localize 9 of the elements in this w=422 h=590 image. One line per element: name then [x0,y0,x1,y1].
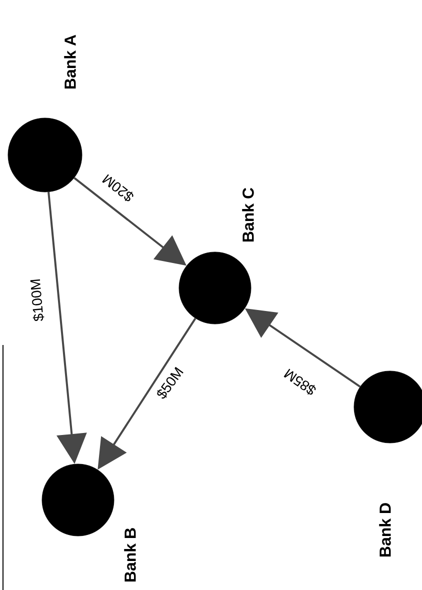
bank-circle [178,252,252,324]
bank-circle [8,118,82,192]
bank-label: Bank B [124,528,136,582]
bank-label: Bank A [64,34,76,88]
bank-label: Bank D [379,503,391,556]
bank-circle [354,370,422,444]
bank-label: Bank C [242,188,254,242]
edge-label: $100M [28,277,46,323]
bank-circle [42,464,114,536]
